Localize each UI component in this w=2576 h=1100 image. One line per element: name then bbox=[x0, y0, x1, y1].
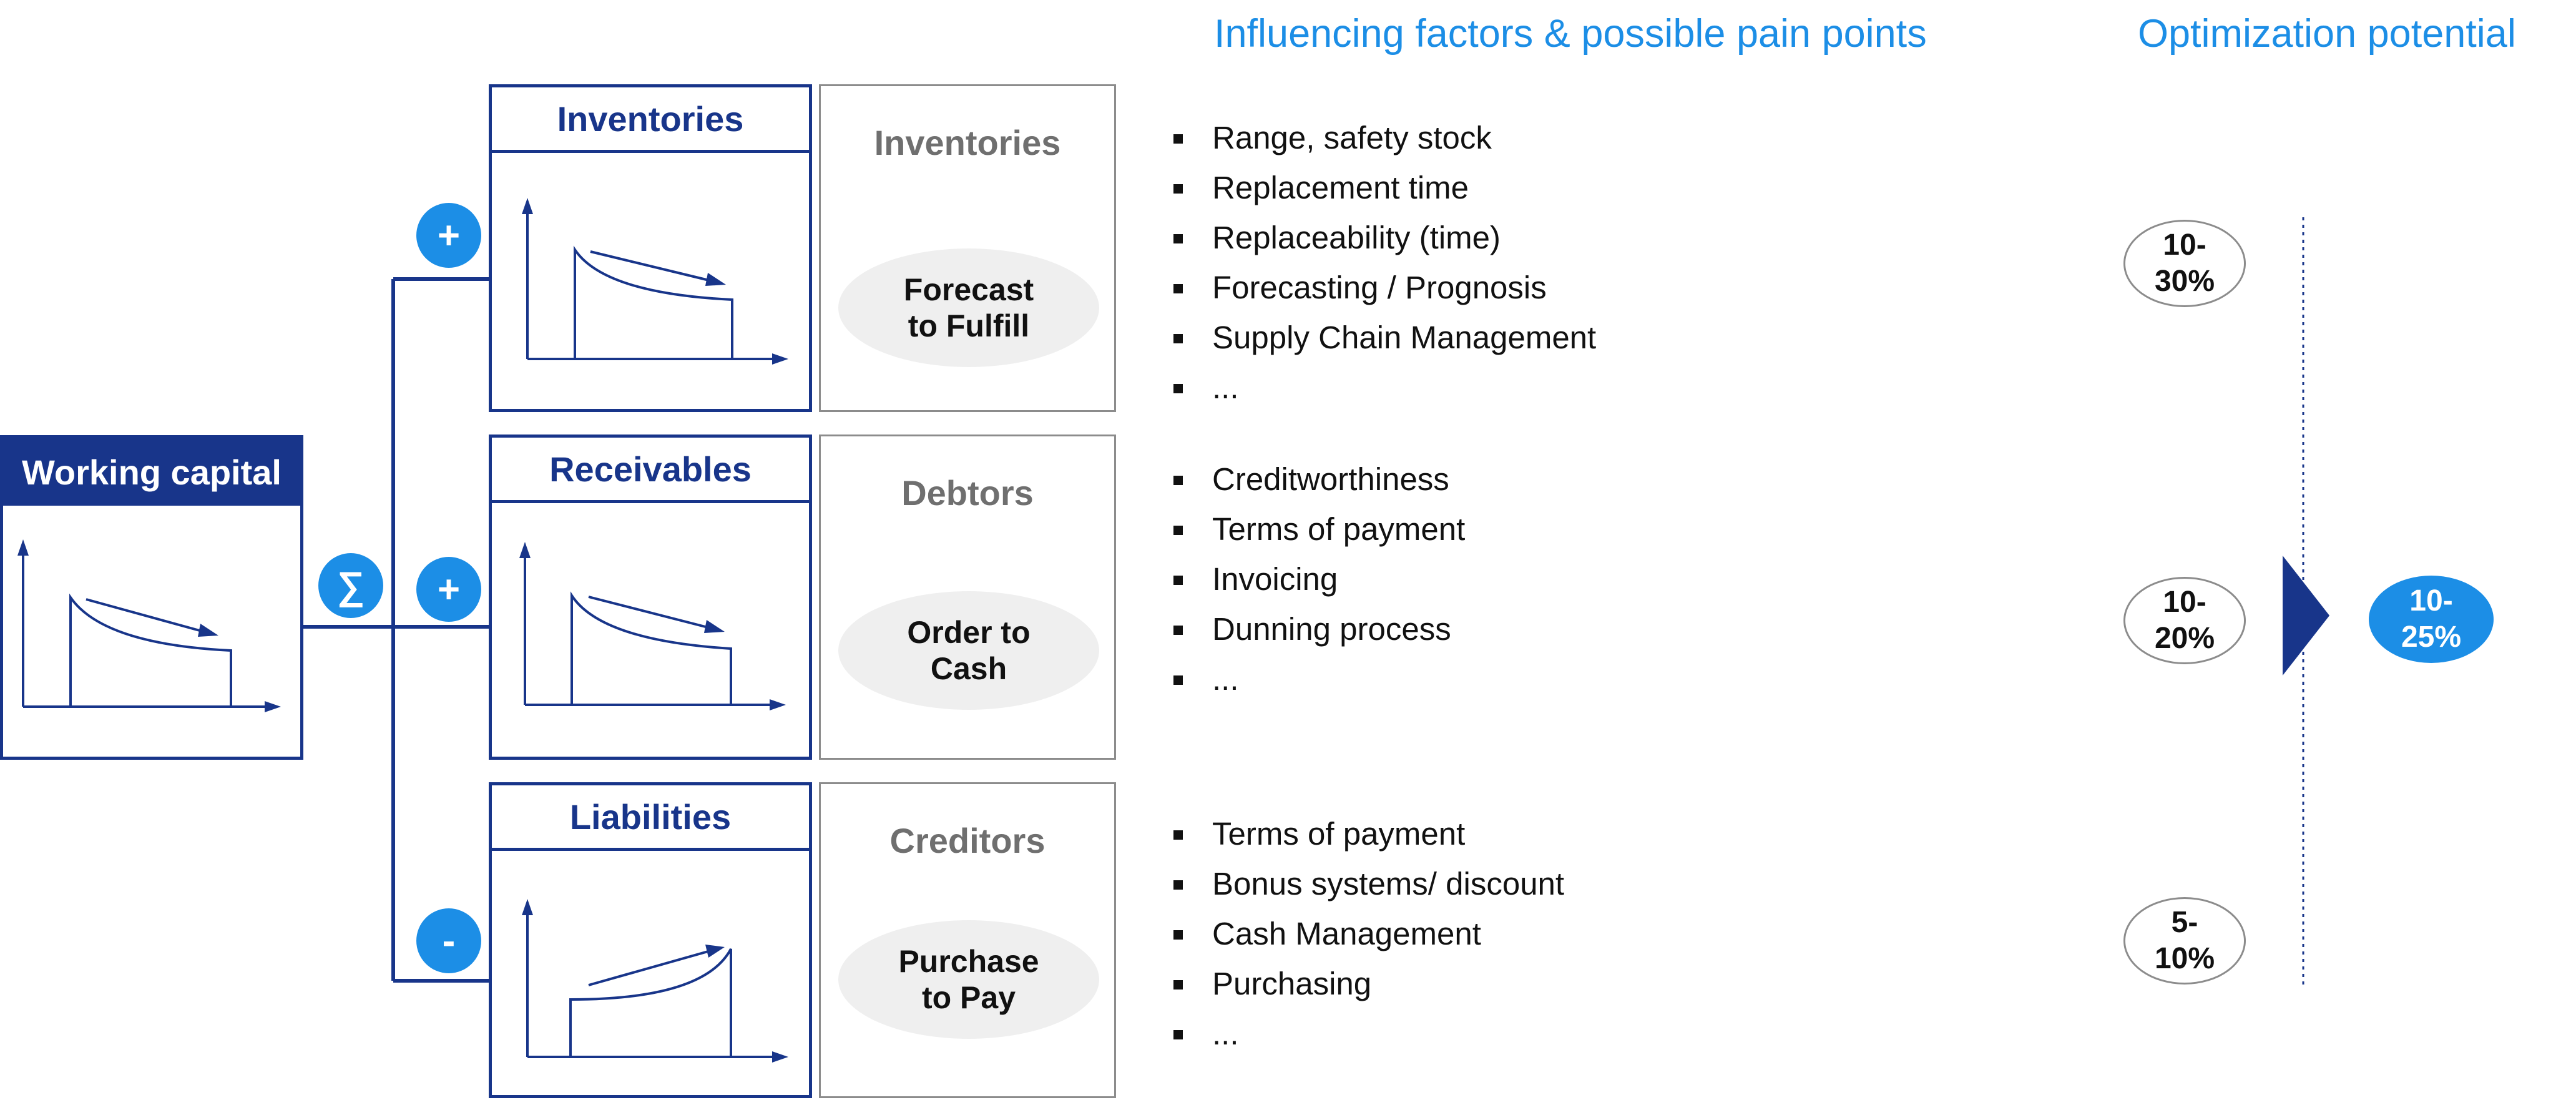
inventories-process-box: Inventories Forecast to Fulfill bbox=[819, 84, 1116, 412]
potential-oval: 5- 10% bbox=[2123, 897, 2246, 985]
total-potential-oval: 10- 25% bbox=[2369, 576, 2494, 663]
factor-item: Forecasting / Prognosis bbox=[1173, 263, 1596, 313]
increase-chart-icon bbox=[522, 899, 788, 1063]
receivables-box: Receivables bbox=[489, 435, 812, 760]
factor-item: Terms of payment bbox=[1173, 809, 1564, 859]
factor-item: Range, safety stock bbox=[1173, 113, 1596, 163]
factor-list: Creditworthiness Terms of payment Invoic… bbox=[1173, 454, 1465, 704]
factor-item: Cash Management bbox=[1173, 909, 1564, 959]
factor-list: Range, safety stock Replacement time Rep… bbox=[1173, 113, 1596, 413]
process-area-title: Inventories bbox=[874, 123, 1061, 162]
potential-oval: 10- 20% bbox=[2123, 577, 2246, 664]
factor-item: ... bbox=[1173, 363, 1596, 413]
process-area-title: Creditors bbox=[889, 821, 1046, 860]
plus-icon: + bbox=[416, 203, 481, 268]
factor-item: Supply Chain Management bbox=[1173, 313, 1596, 363]
factor-item: Bonus systems/ discount bbox=[1173, 859, 1564, 909]
plus-icon: + bbox=[416, 557, 481, 622]
receivables-process-box: Debtors Order to Cash bbox=[819, 435, 1116, 760]
process-oval: Order to Cash bbox=[838, 591, 1099, 710]
factor-item: Terms of payment bbox=[1173, 504, 1465, 554]
potential-header: Optimization potential bbox=[2138, 12, 2516, 56]
factor-item: Dunning process bbox=[1173, 604, 1465, 654]
factor-list: Terms of payment Bonus systems/ discount… bbox=[1173, 809, 1564, 1059]
inventories-box: Inventories bbox=[489, 84, 812, 412]
row-title: Receivables bbox=[492, 438, 809, 503]
working-capital-title: Working capital bbox=[3, 438, 300, 506]
sum-icon: ∑ bbox=[318, 553, 383, 618]
arrow-right-icon bbox=[2283, 556, 2329, 675]
process-area-title: Debtors bbox=[901, 473, 1034, 513]
decline-chart-icon bbox=[17, 539, 281, 712]
liabilities-process-box: Creditors Purchase to Pay bbox=[819, 782, 1116, 1098]
working-capital-box: Working capital bbox=[0, 435, 303, 760]
process-oval: Purchase to Pay bbox=[838, 920, 1099, 1039]
decline-chart-icon bbox=[519, 542, 786, 710]
factor-item: ... bbox=[1173, 1009, 1564, 1059]
factor-item: Invoicing bbox=[1173, 554, 1465, 604]
factor-item: ... bbox=[1173, 654, 1465, 704]
separator-and-arrow bbox=[2283, 217, 2329, 986]
potential-oval: 10- 30% bbox=[2123, 220, 2246, 307]
row-title: Inventories bbox=[492, 87, 809, 153]
decline-chart-icon bbox=[522, 198, 788, 365]
row-title: Liabilities bbox=[492, 785, 809, 851]
liabilities-box: Liabilities bbox=[489, 782, 812, 1098]
factor-item: Replaceability (time) bbox=[1173, 213, 1596, 263]
factor-item: Creditworthiness bbox=[1173, 454, 1465, 504]
factor-item: Purchasing bbox=[1173, 959, 1564, 1009]
factors-header: Influencing factors & possible pain poin… bbox=[1214, 12, 1927, 56]
factor-item: Replacement time bbox=[1173, 163, 1596, 213]
process-oval: Forecast to Fulfill bbox=[838, 248, 1099, 367]
minus-icon: - bbox=[416, 908, 481, 973]
